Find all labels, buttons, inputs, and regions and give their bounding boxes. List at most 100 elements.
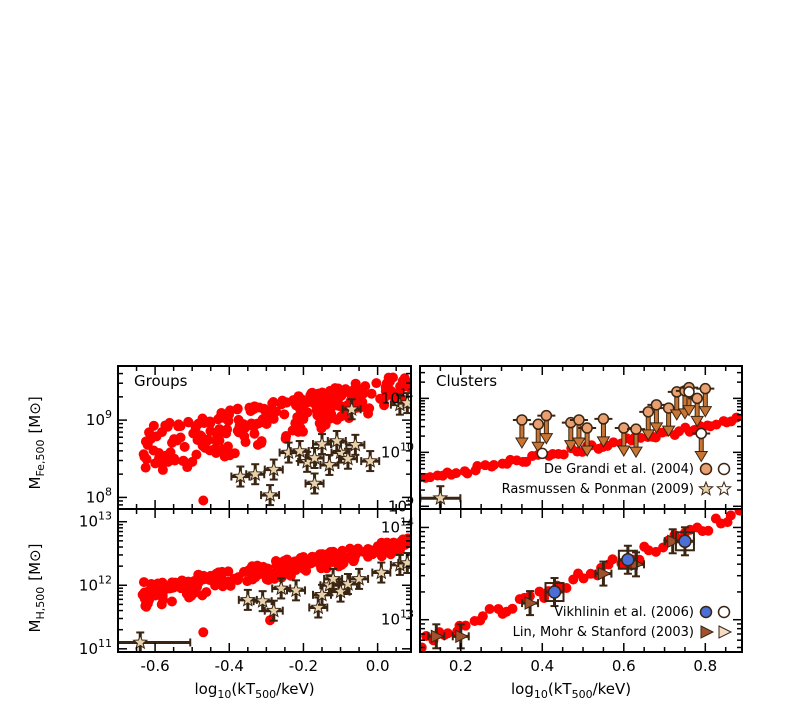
degrandi-point [618, 422, 630, 434]
x-tick-label: 0.6 [612, 657, 636, 675]
sim-point [261, 574, 272, 585]
sim-point [156, 427, 167, 438]
legend-label-linmohr: Lin, Mohr & Stanford (2003) [513, 625, 694, 640]
sim-point [298, 414, 309, 425]
sim-point [260, 565, 271, 576]
sim-point [144, 427, 155, 438]
sim-point [394, 538, 405, 549]
degrandi-point [573, 414, 585, 426]
degrandi-point [691, 392, 703, 405]
sim-point [488, 459, 499, 470]
ylabel-sub: Fe,500 [34, 440, 47, 477]
upper-limit-arrowhead [563, 440, 578, 452]
sim-point [395, 381, 406, 392]
sim-point [451, 468, 462, 479]
sim-point [578, 573, 589, 584]
sim-point [294, 393, 305, 404]
obs-star [351, 570, 368, 586]
obs-star [273, 580, 290, 596]
sim-point [348, 556, 359, 567]
y-tick-label: 1010 [381, 440, 414, 461]
linmohr-point [524, 596, 539, 610]
sim-point [205, 426, 216, 437]
sim-point [725, 510, 736, 521]
axes-frame [117, 508, 412, 653]
sim-point [734, 509, 742, 516]
plot-area [117, 508, 412, 653]
sim-point [312, 410, 323, 421]
obs-star [432, 489, 449, 506]
degrandi-point [581, 422, 593, 434]
sim-point [366, 388, 377, 399]
sim-point [650, 546, 661, 557]
y-tick-label-base: 10 [381, 443, 400, 461]
obs-star [325, 570, 342, 586]
sim-point [186, 590, 197, 601]
sim-point [197, 590, 208, 601]
legend: Vikhlinin et al. (2006) Lin, Mohr & Stan… [513, 605, 733, 640]
sim-point [193, 570, 204, 581]
sim-point [198, 627, 209, 638]
svg-text:MH,500[M⊙]: MH,500[M⊙] [26, 544, 47, 633]
sim-point [290, 565, 301, 576]
y-tick-label-exp: 14 [400, 515, 414, 528]
sim-point [703, 525, 714, 536]
vikhlinin-point [547, 585, 562, 599]
legend-symbol-hollow [715, 480, 733, 496]
linmohr-point [455, 629, 469, 644]
obs-star [306, 449, 323, 465]
sim-point [166, 596, 177, 607]
panel-label: Clusters [436, 372, 497, 390]
y-tick-label-base: 10 [388, 497, 407, 515]
y-tick-label-exp: 13 [400, 608, 414, 621]
sim-point [156, 599, 167, 610]
obs-star [254, 592, 271, 608]
upper-limit-arrowhead [649, 422, 664, 434]
sim-point [320, 419, 331, 430]
degrandi-point [532, 418, 544, 431]
y-tick-label: 1011 [381, 386, 414, 407]
sim-point [371, 378, 382, 389]
sim-point [336, 411, 347, 422]
sim-point [233, 427, 244, 438]
plot-contents [420, 509, 742, 652]
y-tick-label-base: 10 [381, 389, 400, 407]
sim-point [138, 577, 149, 588]
sim-point [460, 620, 471, 631]
y-tick-label: 109 [388, 494, 414, 515]
y-tick-label-base: 10 [381, 518, 400, 536]
degrandi-point [699, 382, 712, 395]
sim-point [280, 433, 291, 444]
linmohr-point [430, 629, 445, 644]
x-tick-label: 0.8 [693, 657, 717, 675]
ylabel-unit-close: ] [26, 396, 44, 402]
sim-point [316, 563, 327, 574]
obs-star [343, 400, 360, 417]
sim-point [179, 441, 190, 452]
sim-point [319, 402, 330, 413]
sim-point [182, 462, 193, 473]
legend-symbol-filled [699, 462, 713, 476]
degrandi-point [642, 406, 655, 418]
legend-symbol-hollow [717, 462, 731, 476]
x-tick-label: -0.2 [289, 657, 318, 675]
upper-limit-arrowhead [690, 415, 705, 428]
x-tick-label: 0.4 [530, 657, 554, 675]
sim-point [484, 603, 495, 614]
obs-star [328, 432, 345, 448]
obs-star [247, 465, 264, 482]
y-tick-label-base: 10 [79, 513, 98, 531]
upper-limit-arrowhead [682, 405, 696, 417]
degrandi-point [597, 413, 610, 425]
obs-star [265, 461, 282, 477]
sim-point [200, 442, 211, 453]
upper-limit-arrowhead [580, 445, 594, 458]
svg-text:MFe,500[M⊙]: MFe,500[M⊙] [26, 396, 47, 489]
ylabel-unit: [M [26, 562, 44, 581]
sim-point [608, 437, 619, 448]
linmohr-point [597, 566, 612, 581]
